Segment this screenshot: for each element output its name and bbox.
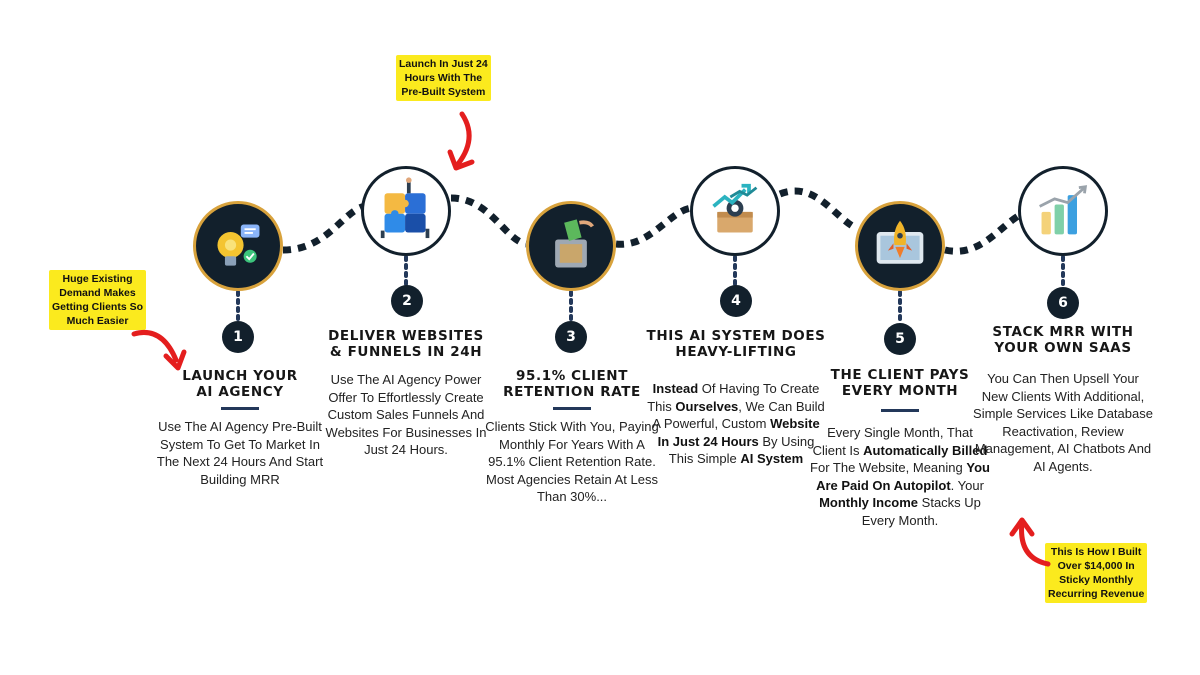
description-run: Use The AI Agency Pre-Built System To Ge… — [156, 419, 324, 487]
step-3-title-line-2: RETENTION RATE — [503, 384, 641, 400]
callout-built: This Is How I Built Over $14,000 In Stic… — [1045, 543, 1148, 603]
step-5-icon-circle — [855, 201, 945, 291]
step-6-text-block: STACK MRR WITH YOUR OWN SAAS You Can The… — [973, 324, 1153, 476]
step-3-title: 95.1% CLIENT RETENTION RATE — [482, 368, 662, 400]
callout-launch-line-3: Pre-Built System — [401, 86, 486, 98]
step-2-title-line-2: & FUNNELS IN 24H — [329, 344, 483, 360]
callout-demand-line-1: Huge Existing — [62, 273, 133, 285]
callout-demand-line-2: Demand Makes — [59, 287, 136, 299]
step-5-title-line-2: EVERY MONTH — [841, 383, 959, 399]
step-2-title: DELIVER WEBSITES & FUNNELS IN 24H — [316, 328, 496, 360]
description-run: Website In Just 24 Hours — [657, 416, 820, 449]
money-box-icon — [555, 219, 595, 268]
step-6-description: You Can Then Upsell Your New Clients Wit… — [973, 370, 1153, 476]
step-6-icon-circle — [1018, 166, 1108, 256]
bar-chart-growth-icon — [1039, 185, 1088, 235]
step-2-icon-circle — [361, 166, 451, 256]
step-5-text-block: THE CLIENT PAYS EVERY MONTH Every Single… — [810, 367, 990, 530]
description-run: Automatically Billed — [863, 442, 988, 458]
description-run: You Are Paid On Autopilot — [816, 460, 990, 493]
step-1-text-block: LAUNCH YOUR AI AGENCY Use The AI Agency … — [150, 368, 330, 488]
lightbulb-gear-icon — [217, 224, 260, 266]
step-5-description: Every Single Month, That Client Is Autom… — [810, 424, 990, 530]
step-4-title: THIS AI SYSTEM DOES HEAVY-LIFTING — [646, 328, 826, 360]
step-4-title-line-1: THIS AI SYSTEM DOES — [646, 328, 826, 344]
description-run: . Your — [950, 477, 984, 493]
description-run: Stacks Up Every Month. — [861, 495, 981, 528]
step-6-title-line-2: YOUR OWN SAAS — [994, 340, 1132, 356]
step-6-title: STACK MRR WITH YOUR OWN SAAS — [973, 324, 1153, 356]
arrow-red-icon — [1009, 517, 1051, 567]
step-1-title-line-1: LAUNCH YOUR — [182, 368, 298, 384]
description-run: AI System — [740, 451, 804, 467]
step-2-title-line-1: DELIVER WEBSITES — [328, 328, 484, 344]
step-1-title-line-2: AI AGENCY — [196, 384, 284, 400]
step-2-number-badge: 2 — [391, 285, 423, 317]
step-5-number-badge: 5 — [884, 323, 916, 355]
description-run: You Can Then Upsell Your New Clients Wit… — [973, 371, 1153, 474]
puzzle-team-icon — [380, 177, 430, 239]
step-3-divider — [553, 407, 591, 410]
rocket-launch-icon — [876, 220, 924, 264]
description-run: Every Single Month, That Client Is — [812, 425, 973, 458]
step-3-description: Clients Stick With You, Paying Monthly F… — [482, 418, 662, 506]
step-5-title: THE CLIENT PAYS EVERY MONTH — [810, 367, 990, 399]
step-6-title-line-1: STACK MRR WITH — [992, 324, 1134, 340]
description-run: Use The AI Agency Power Offer To Effortl… — [325, 372, 487, 458]
callout-built-line-1: This Is How I Built — [1050, 546, 1142, 558]
callout-launch-line-2: Hours With The — [404, 72, 483, 84]
callout-launch-line-1: Launch In Just 24 — [399, 58, 488, 70]
step-1-number-badge: 1 — [222, 321, 254, 353]
callout-launch: Launch In Just 24 Hours With The Pre-Bui… — [396, 55, 491, 101]
growth-box-icon — [712, 183, 758, 233]
step-4-title-line-2: HEAVY-LIFTING — [675, 344, 797, 360]
description-run: By Using This Simple — [668, 433, 815, 467]
step-1-title: LAUNCH YOUR AI AGENCY — [150, 368, 330, 400]
callout-demand-line-3: Getting Clients So — [52, 301, 144, 313]
step-6-number-badge: 6 — [1047, 287, 1079, 319]
callout-demand-line-4: Much Easier — [66, 315, 129, 327]
description-run: Of Having To Create This — [647, 381, 820, 414]
description-run: , We Can Build A Powerful, Custom — [652, 398, 825, 432]
description-run: For The Website, Meaning — [810, 460, 967, 476]
step-3-text-block: 95.1% CLIENT RETENTION RATE Clients Stic… — [482, 368, 662, 506]
description-run: Instead — [652, 381, 699, 396]
description-run: Ourselves — [675, 398, 739, 414]
step-3-icon-circle — [526, 201, 616, 291]
step-4-text-block: THIS AI SYSTEM DOES HEAVY-LIFTING Instea… — [646, 328, 826, 468]
callout-demand: Huge Existing Demand Makes Getting Clien… — [49, 270, 147, 330]
step-2-description: Use The AI Agency Power Offer To Effortl… — [316, 371, 496, 459]
step-4-number-badge: 4 — [720, 285, 752, 317]
description-run: Clients Stick With You, Paying Monthly F… — [485, 419, 659, 505]
step-3-title-line-1: 95.1% CLIENT — [516, 368, 628, 384]
callout-built-line-2: Over $14,000 In — [1057, 560, 1135, 572]
step-3-number-badge: 3 — [555, 321, 587, 353]
step-1-icon-circle — [193, 201, 283, 291]
callout-built-line-3: Sticky Monthly — [1059, 574, 1134, 586]
step-1-divider — [221, 407, 259, 410]
step-4-description: Instead Of Having To Create This Ourselv… — [646, 380, 826, 468]
arrow-red-icon — [131, 330, 187, 371]
step-5-title-line-1: THE CLIENT PAYS — [830, 367, 970, 383]
arrow-red-icon — [447, 111, 475, 171]
step-4-icon-circle — [690, 166, 780, 256]
description-run: Monthly Income — [819, 495, 919, 511]
step-1-description: Use The AI Agency Pre-Built System To Ge… — [150, 418, 330, 488]
step-5-divider — [881, 409, 919, 412]
callout-built-line-4: Recurring Revenue — [1048, 588, 1145, 600]
wave-path — [282, 187, 1022, 255]
step-2-text-block: DELIVER WEBSITES & FUNNELS IN 24H Use Th… — [316, 328, 496, 459]
